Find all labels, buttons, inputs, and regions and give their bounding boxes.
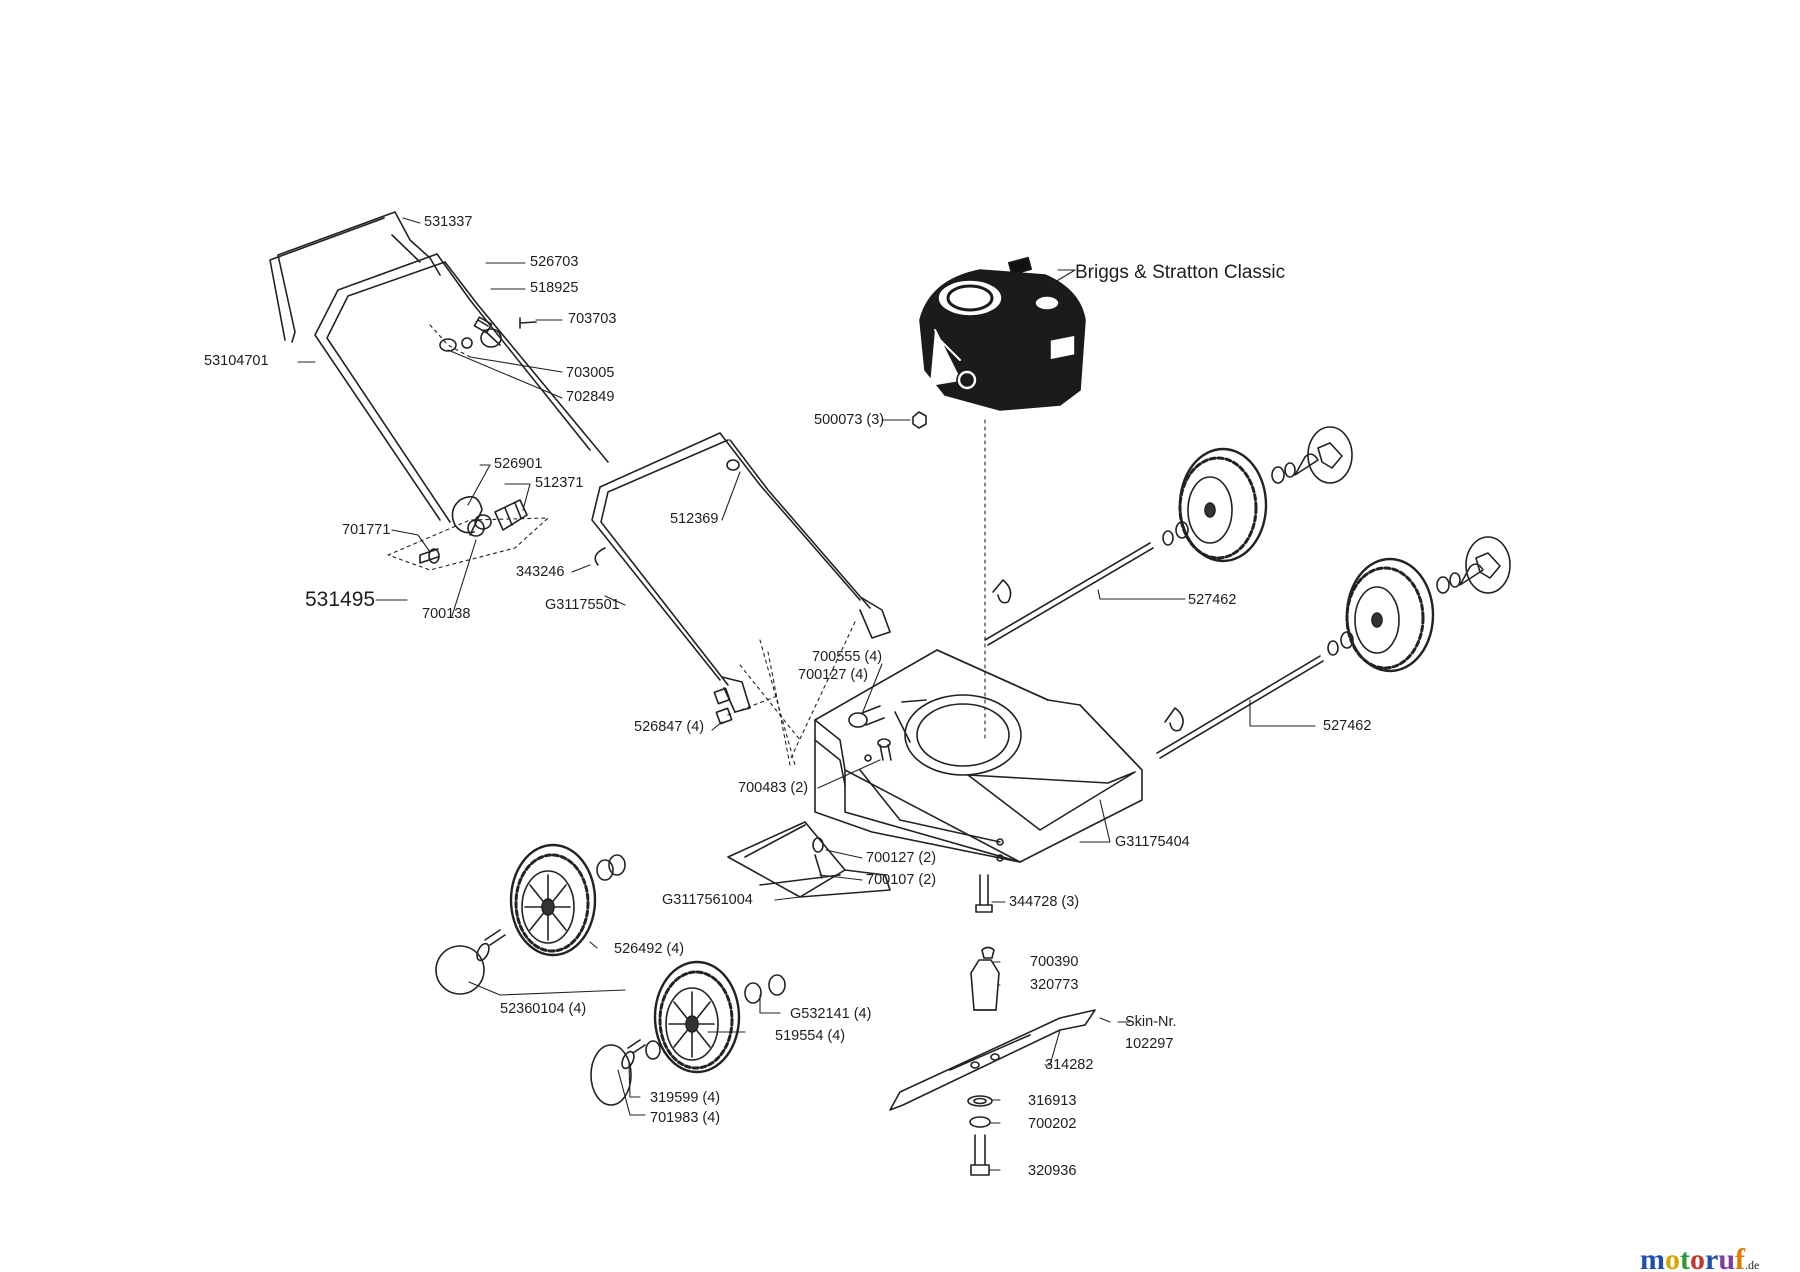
label-701771: 701771	[342, 522, 391, 538]
watermark-letter: f	[1735, 1243, 1746, 1272]
nuts-526847	[713, 687, 733, 725]
label-500073: 500073 (3)	[814, 412, 885, 428]
label-320773: 320773	[1030, 977, 1079, 993]
label-53104701: 53104701	[204, 353, 269, 369]
bolt-700555	[848, 705, 885, 728]
nut-500073	[912, 411, 927, 429]
label-701983: 701983 (4)	[650, 1110, 721, 1126]
label-526847: 526847 (4)	[634, 719, 705, 735]
watermark-letter: o	[1665, 1243, 1680, 1272]
engine-briggs-stratton	[919, 256, 1086, 411]
label-G31175404: G31175404	[1115, 834, 1190, 850]
blade-assembly	[889, 946, 1096, 1176]
upper-handle-531337	[269, 211, 441, 343]
label-G3117561004: G3117561004	[662, 892, 753, 908]
label-700555: 700555 (4)	[812, 649, 883, 665]
watermark-letter: u	[1718, 1243, 1736, 1272]
watermark-letter: o	[1690, 1243, 1705, 1272]
bolt-700483	[877, 738, 892, 761]
label-531337: 531337	[424, 214, 473, 230]
label-512369: 512369	[670, 511, 719, 527]
label-G532141: G532141 (4)	[790, 1006, 872, 1022]
motoruf-wordmark: motoruf	[1640, 1243, 1745, 1272]
label-319599: 319599 (4)	[650, 1090, 721, 1106]
label-519554: 519554 (4)	[775, 1028, 846, 1044]
label-343246: 343246	[516, 564, 565, 580]
label-briggs-stratton: Briggs & Stratton Classic	[1075, 262, 1286, 283]
wheel-rear-lower	[1327, 536, 1511, 673]
wheel-rear-upper	[1162, 426, 1353, 563]
label-527462-lower: 527462	[1323, 718, 1372, 734]
label-526901: 526901	[494, 456, 543, 472]
label-320936: 320936	[1028, 1163, 1077, 1179]
clamp-parts-top	[439, 316, 537, 352]
label-526703: 526703	[530, 254, 579, 270]
leader-dotted	[387, 324, 986, 766]
label-314282: 314282	[1045, 1057, 1094, 1073]
watermark-suffix: .de	[1745, 1258, 1760, 1272]
label-527462-upper: 527462	[1188, 592, 1237, 608]
axle-527462-upper	[984, 542, 1154, 646]
label-700127-2: 700127 (2)	[866, 850, 937, 866]
handle-53104701	[314, 253, 609, 523]
label-skin-nr: Skin-Nr.	[1125, 1014, 1177, 1030]
watermark-letter: r	[1705, 1243, 1719, 1272]
label-703703: 703703	[568, 311, 617, 327]
label-700107: 700107 (2)	[866, 872, 937, 888]
watermark-letter: m	[1640, 1243, 1665, 1272]
leader-solid	[297, 217, 1316, 1171]
label-700390: 700390	[1030, 954, 1079, 970]
label-700202: 700202	[1028, 1116, 1077, 1132]
label-531495: 531495	[305, 588, 376, 611]
label-700483: 700483 (2)	[738, 780, 809, 796]
axle-527462-lower	[1156, 655, 1324, 759]
clamp-lever-assembly	[419, 495, 528, 564]
lower-handle-G31175501	[591, 432, 891, 713]
bolt-344728	[975, 874, 993, 913]
wheel-front-upper	[435, 843, 626, 995]
label-702849: 702849	[566, 389, 615, 405]
wheel-front-lower	[590, 960, 786, 1106]
label-700138: 700138	[422, 606, 471, 622]
label-G31175501: G31175501	[545, 597, 620, 613]
label-52360104: 52360104 (4)	[500, 1001, 587, 1017]
label-512371: 512371	[535, 475, 584, 491]
motoruf-watermark: motoruf.de	[1640, 1245, 1759, 1272]
label-700127-4: 700127 (4)	[798, 667, 869, 683]
watermark-letter: t	[1680, 1243, 1690, 1272]
label-skin-number: 102297	[1125, 1036, 1174, 1052]
label-703005: 703005	[566, 365, 615, 381]
label-344728: 344728 (3)	[1009, 894, 1080, 910]
label-316913: 316913	[1028, 1093, 1077, 1109]
label-518925: 518925	[530, 280, 579, 296]
label-526492: 526492 (4)	[614, 941, 685, 957]
